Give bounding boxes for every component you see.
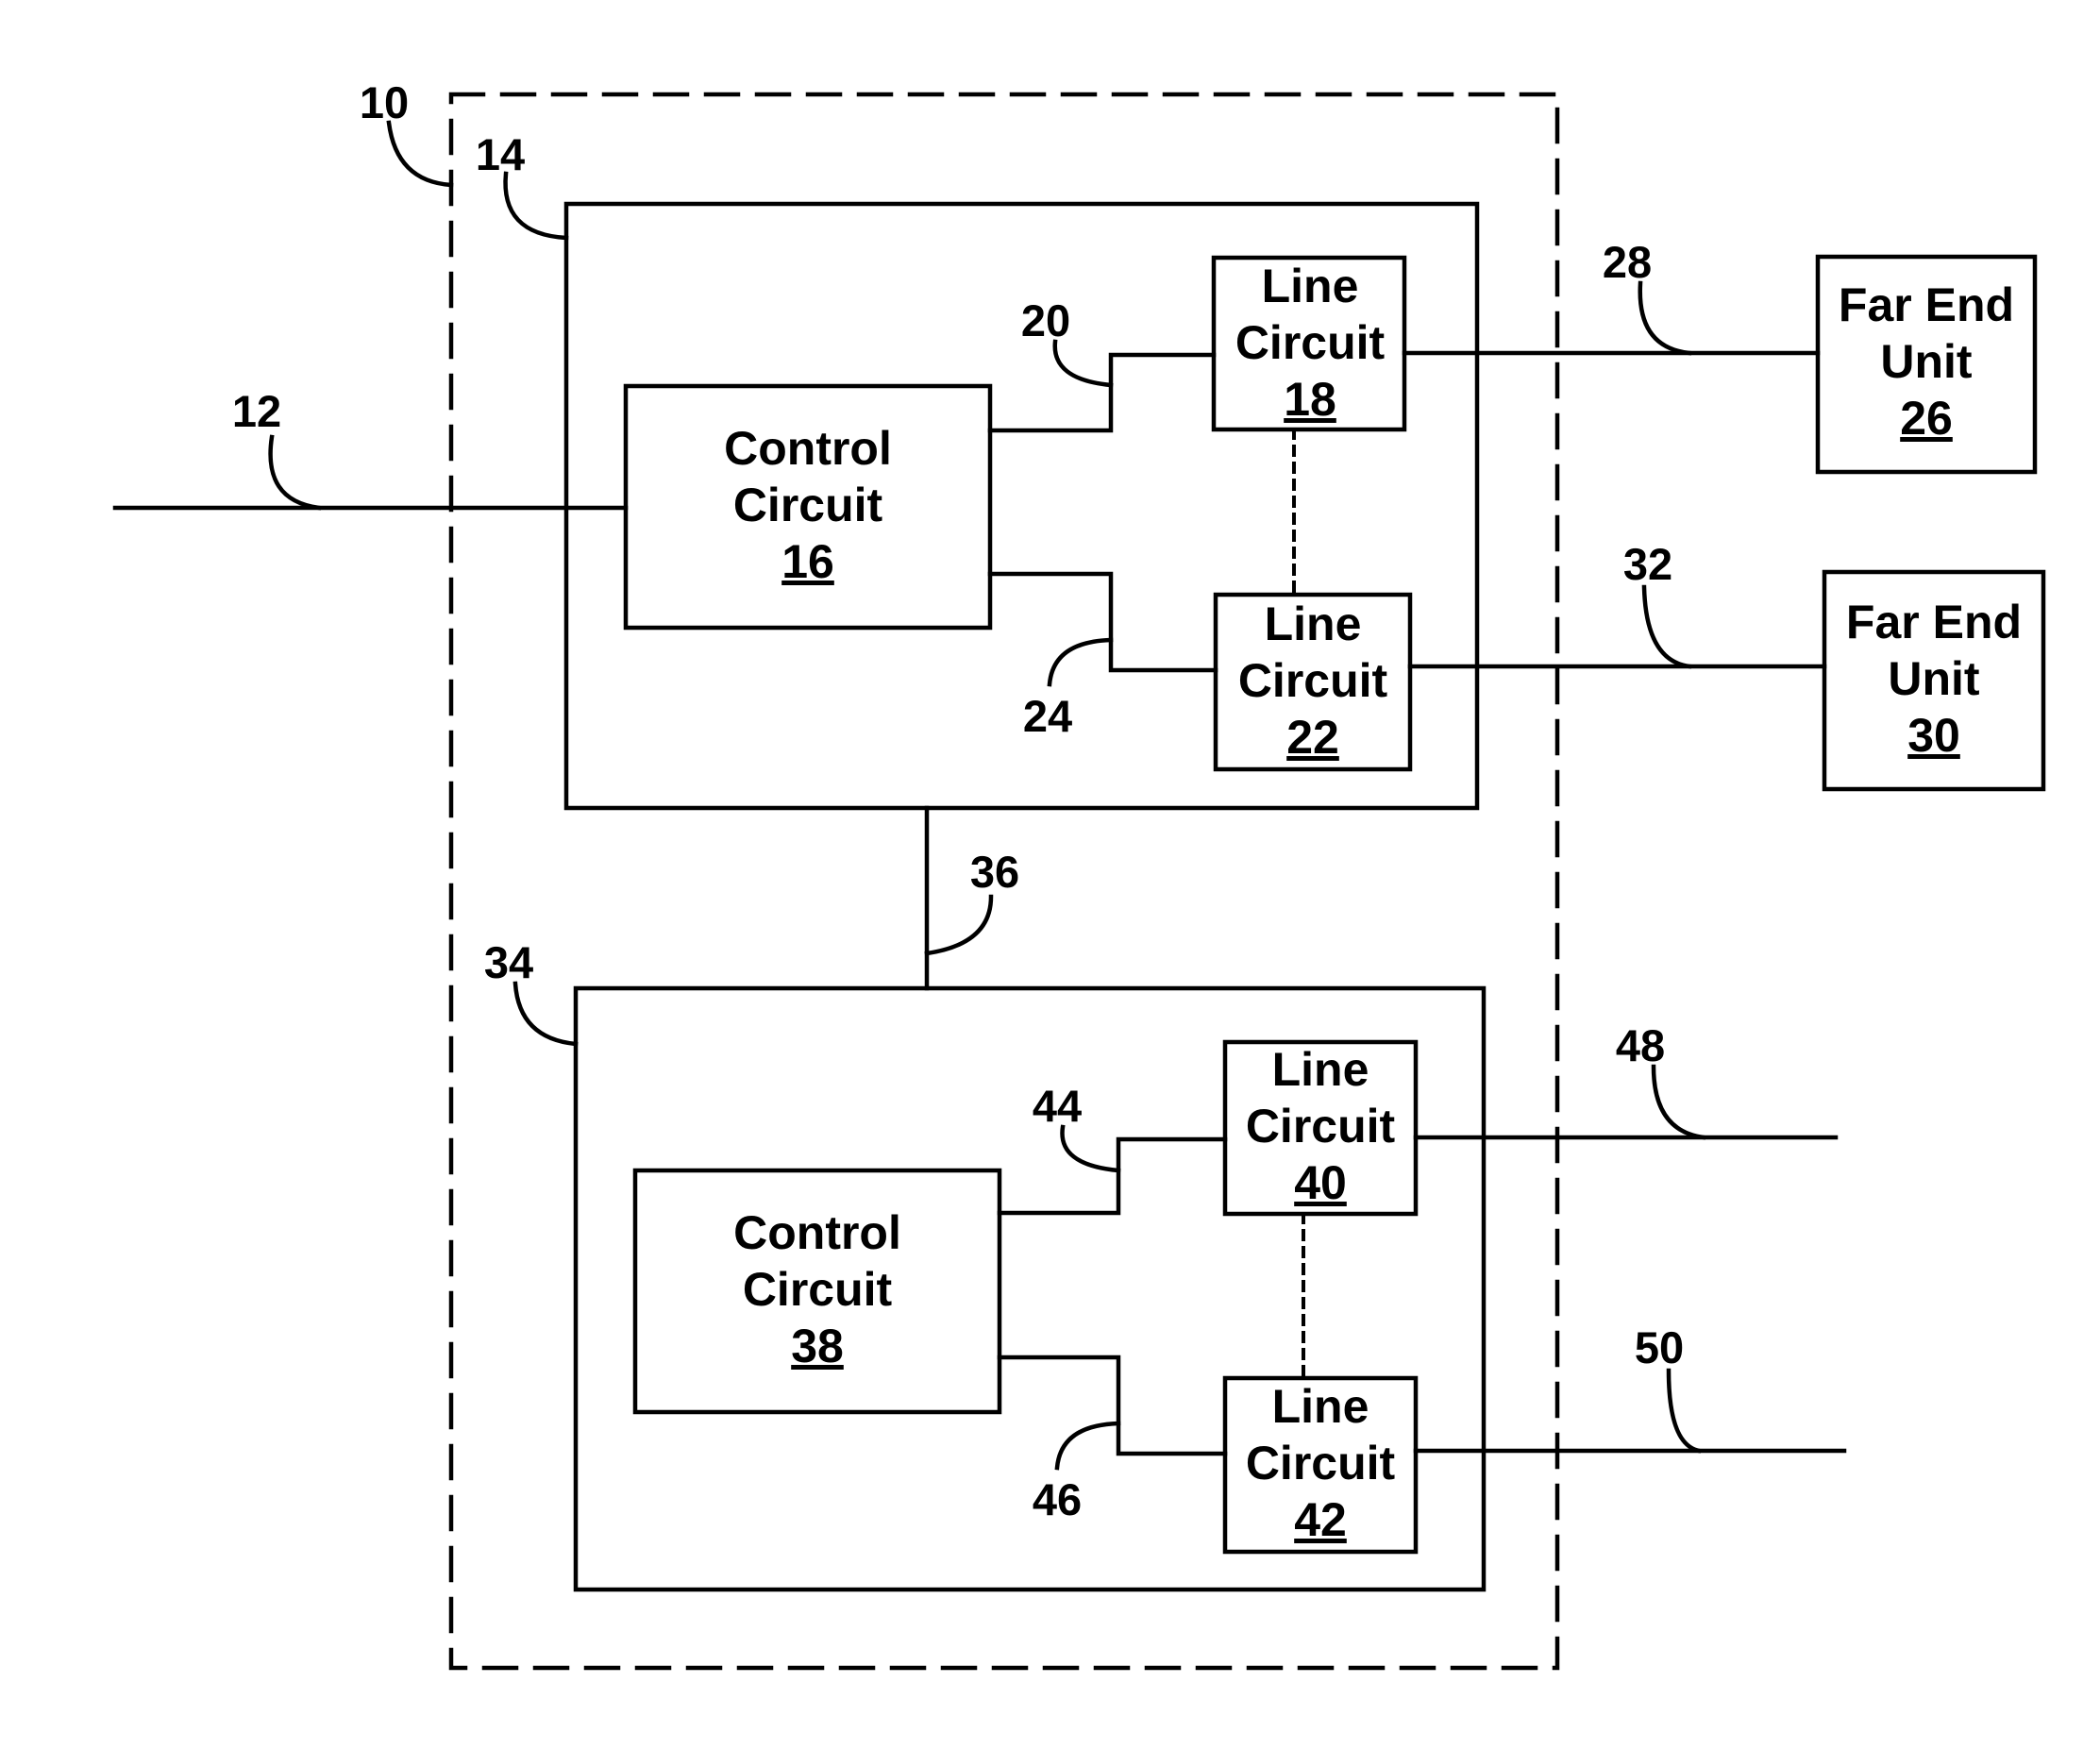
control-circuit-16-ref: 16 [781,535,834,588]
line-circuit-42-line2: Circuit [1246,1437,1396,1489]
line-circuit-18-line1: Line [1262,260,1359,312]
connection-24 [990,574,1216,670]
callout-12: 12 [232,386,281,436]
callout-44: 44 [1033,1081,1082,1131]
leader-46 [1057,1423,1118,1468]
connection-46 [1000,1357,1225,1454]
leader-44 [1062,1127,1118,1170]
callout-34: 34 [484,937,533,987]
callout-50: 50 [1635,1322,1684,1372]
far-end-unit-30-line1: Far End [1846,596,2022,648]
connection-44 [1000,1139,1225,1213]
far-end-unit-30-line2: Unit [1888,652,1980,705]
leader-48 [1654,1067,1704,1137]
line-circuit-40-ref: 40 [1294,1156,1347,1209]
callout-28: 28 [1603,237,1652,287]
callout-10: 10 [360,77,409,127]
far-end-unit-26-ref: 26 [1900,392,1953,445]
leader-20 [1055,342,1111,385]
callout-24: 24 [1023,691,1072,741]
leader-36 [927,897,991,953]
far-end-unit-26-line2: Unit [1880,335,1973,388]
far-end-unit-26-line1: Far End [1839,278,2014,331]
line-circuit-40-line2: Circuit [1246,1100,1396,1153]
line-circuit-22-line2: Circuit [1238,654,1388,707]
callout-20: 20 [1021,295,1070,345]
control-circuit-38-line1: Control [733,1206,901,1259]
line-circuit-18-line2: Circuit [1235,316,1386,369]
callout-46: 46 [1033,1474,1082,1524]
callout-48: 48 [1616,1020,1665,1070]
line-circuit-42-line1: Line [1272,1380,1369,1433]
leader-28 [1640,283,1689,353]
control-circuit-38-ref: 38 [791,1320,844,1372]
leader-32 [1644,587,1689,666]
callout-36: 36 [970,847,1019,897]
leader-12 [271,437,319,508]
control-circuit-16-line2: Circuit [733,479,883,531]
callout-14: 14 [476,129,525,179]
leader-34 [515,984,576,1044]
line-circuit-22-ref: 22 [1286,711,1339,764]
far-end-unit-30-ref: 30 [1907,709,1960,762]
line-circuit-40-line1: Line [1272,1043,1369,1096]
control-circuit-38-line2: Circuit [743,1263,893,1316]
line-circuit-18-ref: 18 [1284,373,1336,426]
leader-24 [1050,640,1111,684]
line-circuit-22-line1: Line [1265,597,1362,650]
control-circuit-16-line1: Control [724,422,892,475]
connection-20 [990,355,1214,430]
callout-32: 32 [1623,539,1672,589]
line-circuit-42-ref: 42 [1294,1493,1347,1546]
leader-50 [1669,1371,1699,1451]
leader-10 [389,123,451,185]
leader-14 [506,174,566,238]
